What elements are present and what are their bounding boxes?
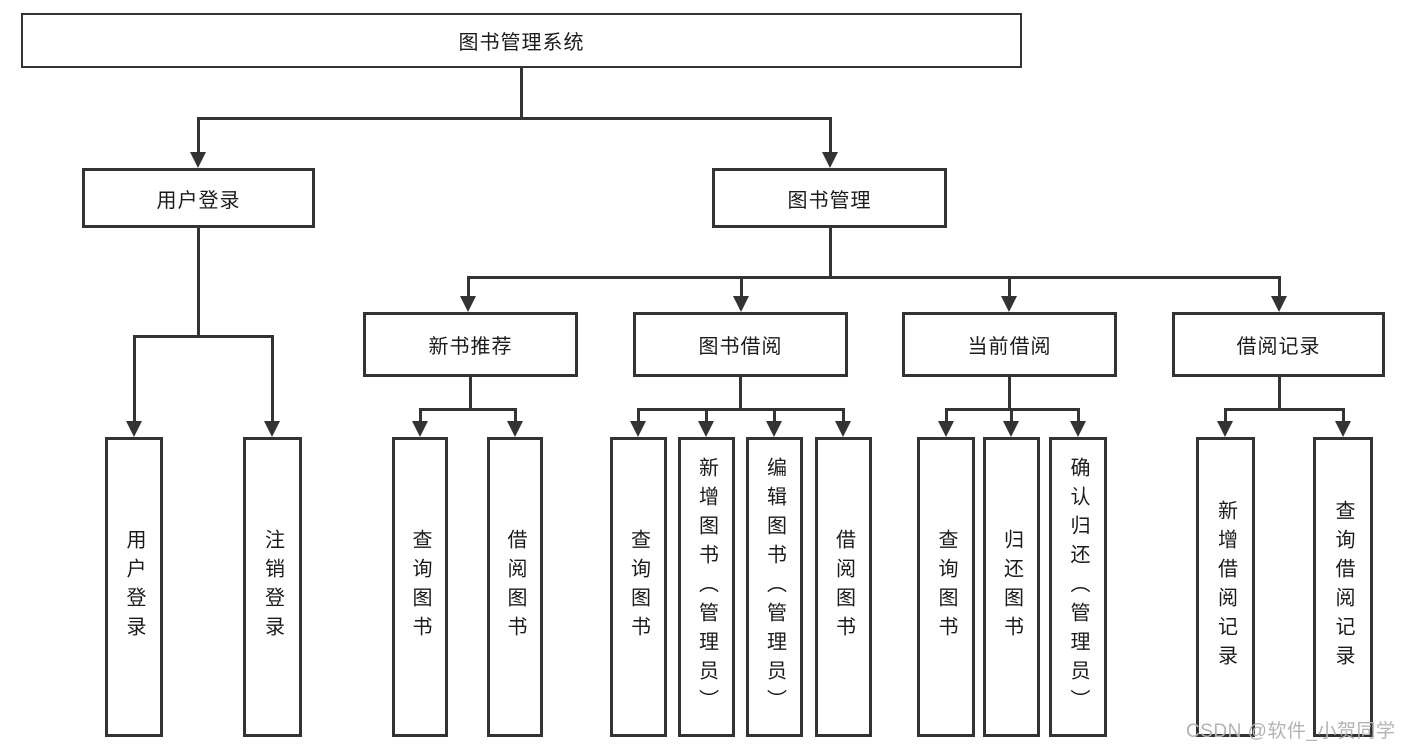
watermark-text: CSDN @软件_小贺同学 (1186, 721, 1396, 742)
connector-line (1278, 377, 1281, 410)
leaf-label: 注销登录 (261, 529, 284, 645)
leaf-edit-books-admin: 编辑图书（管理员） (746, 437, 803, 737)
connector-line (197, 117, 200, 155)
connector-line (197, 117, 832, 120)
leaf-label: 归还图书 (1000, 529, 1023, 645)
leaf-query-books-3: 查询图书 (917, 437, 975, 737)
arrowhead-down-icon (126, 421, 142, 437)
connector-line (469, 377, 472, 410)
leaf-query-books-1: 查询图书 (392, 437, 448, 737)
connector-line (197, 228, 200, 337)
leaf-query-borrow-record: 查询借阅记录 (1313, 437, 1373, 737)
arrowhead-down-icon (1001, 296, 1017, 312)
leaf-add-borrow-record: 新增借阅记录 (1196, 437, 1255, 737)
connector-line (637, 408, 640, 424)
arrowhead-down-icon (460, 296, 476, 312)
node-book-borrow: 图书借阅 (633, 312, 848, 377)
leaf-add-books-admin: 新增图书（管理员） (678, 437, 735, 737)
arrowhead-down-icon (766, 421, 782, 437)
node-borrow-records: 借阅记录 (1172, 312, 1385, 377)
connector-line (419, 408, 517, 411)
leaf-label: 查询图书 (935, 529, 957, 645)
connector-line (1342, 408, 1345, 424)
connector-line (1077, 408, 1080, 424)
arrowhead-down-icon (822, 152, 838, 168)
leaf-label: 查询借阅记录 (1332, 500, 1354, 674)
arrowhead-down-icon (835, 421, 851, 437)
connector-line (467, 276, 470, 300)
connector-line (705, 408, 708, 424)
node-current-borrow: 当前借阅 (902, 312, 1117, 377)
connector-line (637, 408, 845, 411)
leaf-user-login: 用户登录 (105, 437, 163, 737)
leaf-label: 借阅图书 (504, 529, 526, 645)
connector-line (773, 408, 776, 424)
node-library-system: 图书管理系统 (21, 13, 1022, 68)
leaf-label: 编辑图书（管理员） (763, 456, 786, 718)
leaf-label: 新增借阅记录 (1214, 500, 1237, 674)
connector-line (271, 335, 274, 425)
arrowhead-down-icon (1070, 421, 1086, 437)
leaf-borrow-books-2: 借阅图书 (815, 437, 872, 737)
connector-line (740, 276, 743, 300)
connector-line (829, 228, 832, 278)
connector-line (1008, 377, 1011, 410)
arrowhead-down-icon (698, 421, 714, 437)
connector-line (1224, 408, 1227, 424)
arrowhead-down-icon (412, 421, 428, 437)
connector-line (1008, 276, 1011, 300)
connector-line (133, 335, 274, 338)
arrowhead-down-icon (1003, 421, 1019, 437)
node-user-login: 用户登录 (82, 168, 315, 228)
arrowhead-down-icon (1271, 296, 1287, 312)
leaf-label: 借阅图书 (832, 529, 855, 645)
arrowhead-down-icon (733, 296, 749, 312)
leaf-label: 新增图书（管理员） (695, 456, 718, 718)
connector-line (842, 408, 845, 424)
connector-line (739, 377, 742, 410)
leaf-label: 确认归还（管理员） (1067, 456, 1089, 718)
leaf-label: 用户登录 (123, 529, 145, 645)
arrowhead-down-icon (264, 421, 280, 437)
node-book-management: 图书管理 (712, 168, 947, 228)
connector-line (520, 68, 523, 118)
leaf-confirm-return-admin: 确认归还（管理员） (1049, 437, 1107, 737)
arrowhead-down-icon (1335, 421, 1351, 437)
node-new-book-recommend: 新书推荐 (363, 312, 578, 377)
connector-line (1278, 276, 1281, 300)
arrowhead-down-icon (938, 421, 954, 437)
connector-line (829, 117, 832, 155)
connector-line (514, 408, 517, 424)
arrowhead-down-icon (630, 421, 646, 437)
connector-line (419, 408, 422, 424)
connector-line (1010, 408, 1013, 424)
arrowhead-down-icon (190, 152, 206, 168)
arrowhead-down-icon (1217, 421, 1233, 437)
connector-line (945, 408, 948, 424)
connector-line (133, 335, 136, 425)
leaf-label: 查询图书 (409, 529, 431, 645)
leaf-logout: 注销登录 (243, 437, 302, 737)
connector-line (467, 276, 1281, 279)
leaf-borrow-books-1: 借阅图书 (487, 437, 543, 737)
arrowhead-down-icon (507, 421, 523, 437)
leaf-query-books-2: 查询图书 (610, 437, 667, 737)
leaf-return-books: 归还图书 (983, 437, 1040, 737)
leaf-label: 查询图书 (627, 529, 650, 645)
connector-line (1224, 408, 1345, 411)
